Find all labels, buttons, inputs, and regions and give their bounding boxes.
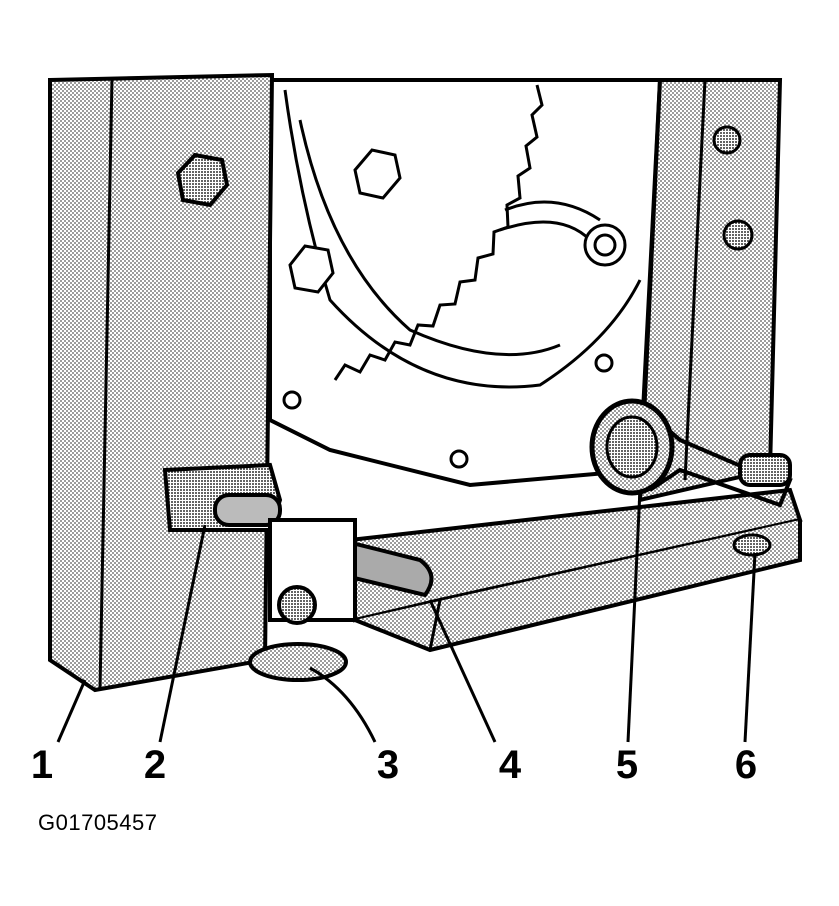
adjusting-foot	[732, 533, 772, 557]
callout-1: 1	[30, 743, 54, 787]
thumb-screw	[248, 518, 357, 682]
callout-5: 5	[615, 743, 639, 787]
callout-leaders	[56, 489, 757, 743]
left-support-frame	[48, 72, 275, 693]
callout-4: 4	[498, 743, 522, 787]
callout-6: 6	[734, 743, 758, 787]
right-support-frame	[637, 78, 783, 503]
figure-id-label: G01705457	[38, 810, 158, 835]
dial-indicator	[589, 398, 793, 508]
ring-gear	[333, 84, 601, 381]
housing-bolts	[282, 148, 627, 469]
clamp-block	[162, 462, 283, 532]
callout-3: 3	[376, 743, 400, 787]
callout-2: 2	[143, 743, 167, 787]
